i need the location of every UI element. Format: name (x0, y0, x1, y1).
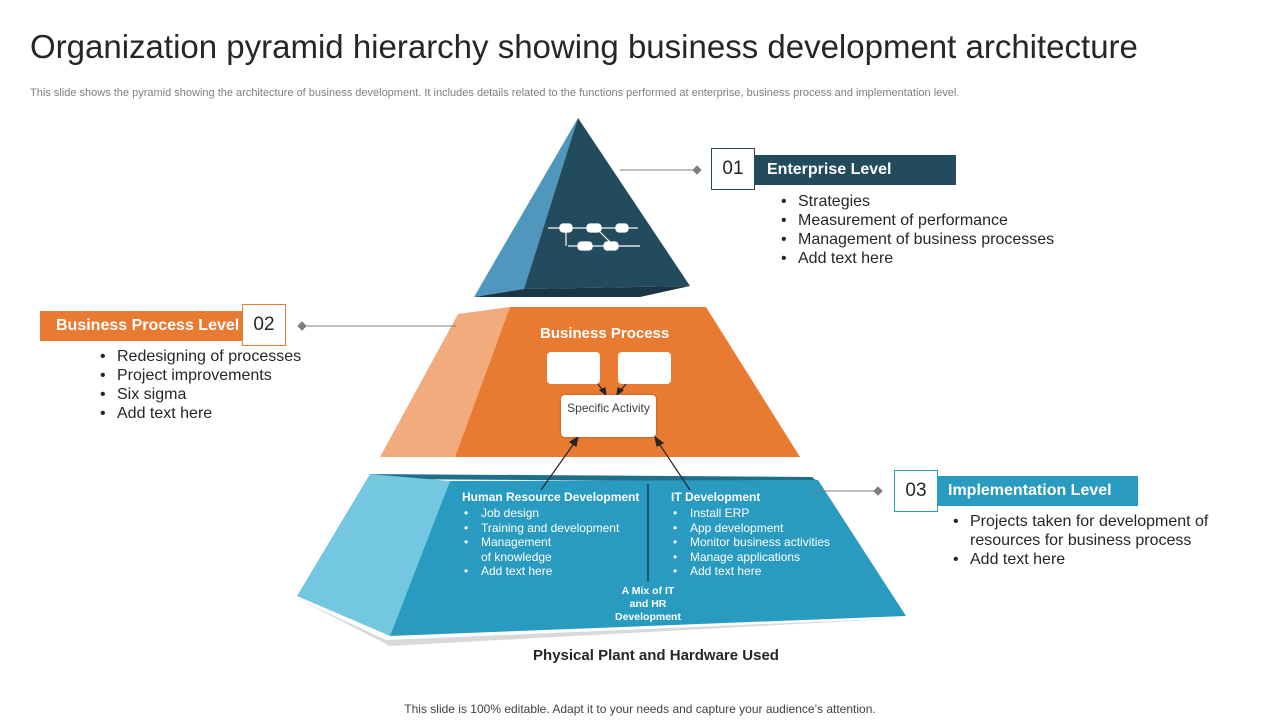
list-item: Monitor business activities (671, 535, 846, 550)
list-item: Add text here (778, 249, 1078, 268)
pyramid-bottom-light-face (297, 474, 450, 636)
specific-activity-box: Specific Activity (561, 395, 656, 437)
it-development-title: IT Development (671, 490, 761, 504)
list-item: Strategies (778, 192, 1078, 211)
list-item: Project improvements (97, 366, 357, 385)
enterprise-level-bar: Enterprise Level (755, 155, 956, 185)
list-item: Manage applications (671, 550, 846, 565)
list-item: Management of business processes (778, 230, 1078, 249)
business-process-level-bar: Business Process Level (40, 311, 250, 341)
business-process-title: Business Process (540, 325, 670, 342)
pyramid-bottom-top-face (370, 474, 818, 482)
list-item: App development (671, 521, 846, 536)
connector-enterprise (620, 165, 702, 175)
level-number-01: 01 (711, 148, 755, 190)
list-item: Six sigma (97, 385, 357, 404)
page-title: Organization pyramid hierarchy showing b… (30, 28, 1138, 65)
connector-business (297, 321, 456, 331)
pyramid-top-light-face (474, 118, 578, 297)
list-item: Add text here (950, 550, 1220, 569)
list-item: Add text here (462, 564, 637, 579)
list-item: Management of knowledge (462, 535, 561, 564)
hr-development-list: Job design Training and development Mana… (462, 506, 637, 579)
list-item: Training and development (462, 521, 637, 536)
pyramid-top-dark-face (524, 118, 690, 289)
hr-development-title: Human Resource Development (462, 490, 640, 504)
list-item: Install ERP (671, 506, 846, 521)
process-box-left (547, 352, 600, 384)
level-number-03: 03 (894, 470, 938, 512)
list-item: Projects taken for development of resour… (950, 512, 1220, 550)
list-item: Redesigning of processes (97, 347, 357, 366)
enterprise-items: Strategies Measurement of performance Ma… (778, 192, 1078, 268)
base-caption: Physical Plant and Hardware Used (533, 647, 779, 664)
level-number-02: 02 (242, 304, 286, 346)
implementation-level-bar: Implementation Level (936, 476, 1138, 506)
process-box-right (618, 352, 671, 384)
list-item: Add text here (97, 404, 357, 423)
mix-label: A Mix of IT and HR Development (615, 585, 681, 623)
it-development-list: Install ERP App development Monitor busi… (671, 506, 846, 579)
connector-implementation (812, 486, 883, 496)
flow-arrows (540, 383, 691, 491)
footer-note: This slide is 100% editable. Adapt it to… (404, 702, 876, 716)
list-item: Measurement of performance (778, 211, 1078, 230)
list-item: Job design (462, 506, 637, 521)
process-flow-icon (548, 223, 640, 251)
list-item: Add text here (671, 564, 846, 579)
business-items: Redesigning of processes Project improve… (97, 347, 357, 423)
pyramid-top-bottom-face (474, 286, 690, 297)
pyramid-middle-light-face (380, 307, 510, 457)
implementation-items: Projects taken for development of resour… (950, 512, 1220, 569)
page-subtitle: This slide shows the pyramid showing the… (30, 87, 960, 99)
